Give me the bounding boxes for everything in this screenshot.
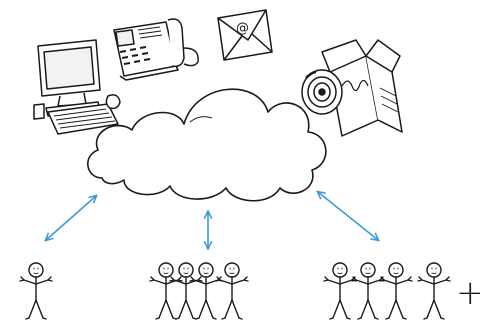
connection-arrows <box>46 192 378 248</box>
stick-figure-person <box>379 262 413 320</box>
stick-figure-person <box>323 262 357 320</box>
plus-mark: + <box>456 273 480 313</box>
email-envelope-icon: @ <box>217 9 273 61</box>
stick-figure-person <box>215 262 249 320</box>
stick-figure-person <box>351 262 385 320</box>
user-group-small-team <box>149 262 249 320</box>
stick-figure-person <box>417 262 451 320</box>
desktop-computer-icon <box>33 39 121 135</box>
user-group-single <box>19 262 53 320</box>
cloud-icon <box>87 88 327 202</box>
user-group-large-team <box>323 262 451 320</box>
stick-figure-person <box>19 262 53 320</box>
stick-figure-person <box>149 262 183 320</box>
arrow-to-large-team <box>318 192 378 240</box>
software-box-icon <box>301 39 403 137</box>
stick-figure-person <box>189 262 223 320</box>
email-at-symbol: @ <box>236 21 249 36</box>
stick-figure-person <box>169 262 203 320</box>
arrow-to-single-user <box>46 196 96 240</box>
desk-phone-icon <box>113 18 199 81</box>
